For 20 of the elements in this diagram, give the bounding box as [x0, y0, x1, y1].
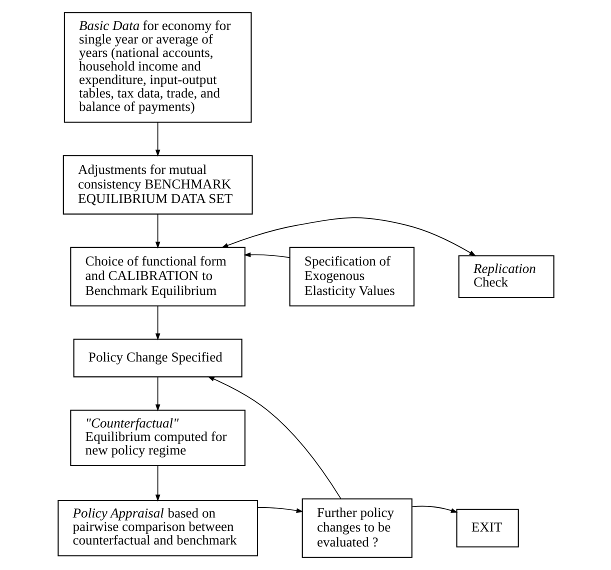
arrow — [243, 252, 290, 258]
arrow — [154, 305, 160, 340]
arrow — [154, 122, 160, 157]
node-box: Basic Data for economy for single year or average of years (national accounts, household income and expenditure, input-output tables, tax data, trade, and balance of payments) — [63, 12, 252, 123]
node-box: Specification of Exogenous Elasticity Values — [288, 246, 414, 306]
node-box: Adjustments for mutual consistency BENCHMARK EQUILIBRIUM DATA SET — [62, 155, 252, 215]
arrow — [411, 506, 458, 513]
node-box: "Counterfactual" Equilibrium computed for new policy regime — [70, 410, 245, 466]
node-box: Replication Check — [458, 255, 554, 298]
node-box: Policy Appraisal based on pairwise comparison between counterfactual and benchmark — [57, 500, 258, 556]
arrow — [256, 506, 303, 513]
node-box: Policy Change Specified — [72, 338, 242, 378]
arrow — [207, 376, 341, 499]
node-box: Further policy changes to be evaluated ? — [301, 498, 412, 558]
node-box: Choice of functional form and CALIBRATION to Benchmark Equilibrium — [70, 246, 245, 306]
arrow — [154, 376, 160, 412]
arrow — [154, 214, 160, 249]
arrow — [220, 217, 476, 256]
arrow — [154, 465, 160, 502]
node-box: EXIT — [456, 508, 518, 548]
